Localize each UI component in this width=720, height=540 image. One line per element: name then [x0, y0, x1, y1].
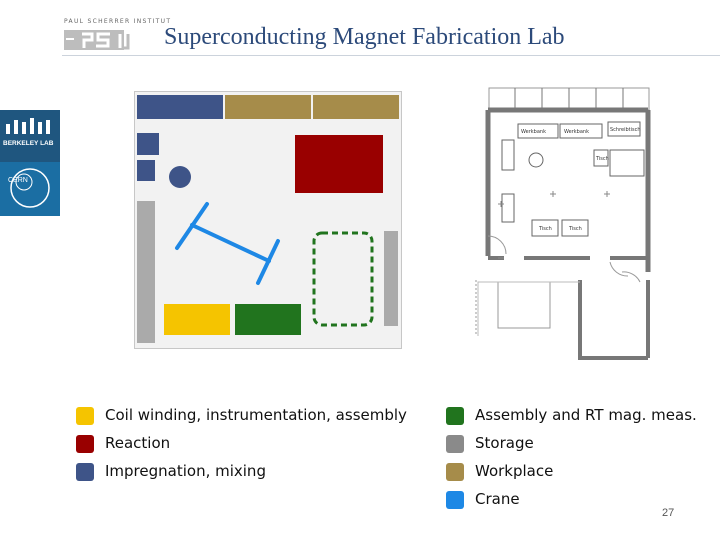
schreibtisch-label: Schreibtisch	[610, 127, 641, 133]
legend-label: Assembly and RT mag. meas.	[475, 406, 697, 424]
werkbank-2-box	[559, 123, 603, 139]
reaction-oven	[295, 135, 383, 193]
cern-logo-icon	[10, 168, 50, 208]
hochtisch-label: Tisch	[595, 156, 609, 162]
legend-swatch-gray	[446, 435, 464, 453]
legend-label: Storage	[475, 434, 534, 452]
impregnation-area-top	[137, 95, 223, 119]
architectural-floor-plan: Werkbank Werkbank Schreibtisch Tisch Tis…	[475, 87, 651, 360]
berkeley-lab-logo: BERKELEY LAB	[0, 110, 60, 162]
tisch-1-box	[531, 219, 559, 237]
mixing-vessel	[169, 166, 191, 188]
slide-title: Superconducting Magnet Fabrication Lab	[164, 24, 565, 50]
page-number: 27	[662, 507, 675, 519]
werkbank-1-label: Werkbank	[521, 129, 546, 135]
schreibtisch-box	[607, 121, 641, 137]
impregnation-box-1	[137, 133, 159, 155]
tisch-1-label: Tisch	[538, 226, 552, 232]
legend-label: Impregnation, mixing	[105, 462, 266, 480]
storage-rack-left	[137, 201, 155, 343]
legend-label: Workplace	[475, 462, 554, 480]
legend-label: Reaction	[105, 434, 171, 452]
berkeley-lab-label: BERKELEY LAB	[3, 140, 54, 147]
legend-label: Coil winding, instrumentation, assembly	[105, 406, 407, 424]
psi-logo: PAUL SCHERRER INSTITUT	[62, 18, 170, 54]
psi-logo-mark	[64, 30, 130, 50]
partner-logos: BERKELEY LAB CERN	[0, 110, 60, 216]
assembly-area	[235, 304, 301, 335]
werkbank-2-label: Werkbank	[564, 129, 589, 135]
workplace-top-2	[313, 95, 399, 119]
coil-winding-area	[164, 304, 230, 335]
tisch-2-box	[561, 219, 589, 237]
legend-label: Crane	[475, 490, 520, 508]
tisch-2-label: Tisch	[568, 226, 582, 232]
cern-label: CERN	[8, 177, 28, 184]
crane	[175, 202, 280, 285]
legend-swatch-blue	[76, 463, 94, 481]
legend-swatch-light-blue	[446, 491, 464, 509]
berkeley-lab-icon	[6, 118, 50, 134]
impregnation-box-2	[137, 160, 155, 181]
rt-magnetic-measurement-area	[312, 231, 374, 327]
legend-swatch-tan	[446, 463, 464, 481]
lab-layout-plan	[134, 91, 402, 349]
legend-swatch-red	[76, 435, 94, 453]
logo-text: PAUL SCHERRER INSTITUT	[64, 18, 172, 25]
legend-swatch-green	[446, 407, 464, 425]
werkbank-1-box	[517, 123, 559, 139]
workplace-top-1	[225, 95, 311, 119]
legend-swatch-yellow	[76, 407, 94, 425]
header-divider	[62, 55, 720, 56]
storage-rack-right	[384, 231, 398, 326]
